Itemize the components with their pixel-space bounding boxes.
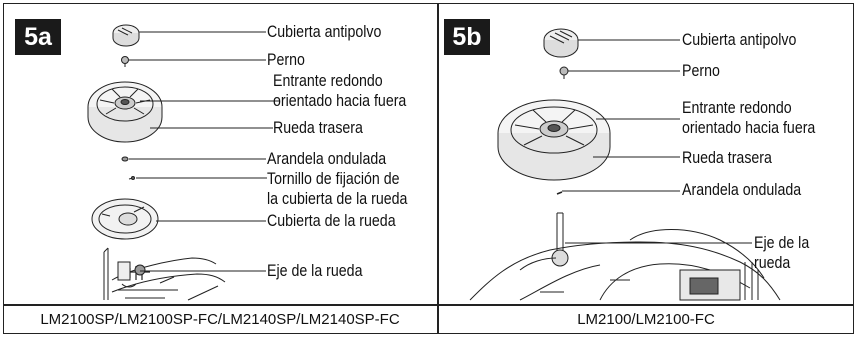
figure-frame (3, 3, 854, 334)
label-screw-a-2: la cubierta de la rueda (267, 190, 408, 208)
caption-panel-a: LM2100SP/LM2100SP-FC/LM2140SP/LM2140SP-F… (40, 311, 400, 328)
label-round-recess-b-2: orientado hacia fuera (682, 119, 816, 137)
label-axle-b-1: Eje de la (754, 234, 810, 252)
wheel-cover-icon (91, 198, 159, 240)
label-bolt-a: Perno (267, 51, 305, 69)
label-bolt-b: Perno (682, 62, 720, 80)
wave-washer-icon-b (556, 191, 563, 195)
label-round-recess-b-1: Entrante redondo (682, 99, 792, 117)
dust-cover-icon (112, 24, 140, 47)
label-rear-wheel-a: Rueda trasera (273, 119, 363, 137)
label-screw-a-1: Tornillo de fijación de (267, 170, 400, 188)
caption-divider (3, 304, 854, 306)
bolt-icon-b (559, 66, 569, 79)
panel-divider (437, 3, 439, 334)
axle-chassis-icon (103, 247, 226, 301)
rear-wheel-icon (87, 81, 163, 143)
label-wheel-cover-a: Cubierta de la rueda (267, 212, 396, 230)
label-round-recess-a-2: orientado hacia fuera (273, 92, 407, 110)
wave-washer-icon (121, 156, 129, 162)
axle-chassis-icon-b (469, 212, 781, 301)
label-wave-washer-a: Arandela ondulada (267, 150, 387, 168)
label-dust-cover-a: Cubierta antipolvo (267, 23, 382, 41)
screw-icon (128, 176, 135, 180)
label-axle-a: Eje de la rueda (267, 262, 363, 280)
label-round-recess-a-1: Entrante redondo (273, 72, 383, 90)
dust-cover-icon-b (543, 28, 579, 58)
rear-wheel-icon-b (497, 99, 611, 181)
label-rear-wheel-b: Rueda trasera (682, 149, 772, 167)
label-dust-cover-b: Cubierta antipolvo (682, 31, 797, 49)
label-axle-b-2: rueda (754, 254, 791, 272)
label-wave-washer-b: Arandela ondulada (682, 181, 802, 199)
bolt-icon (121, 56, 129, 67)
caption-panel-b: LM2100/LM2100-FC (577, 311, 715, 328)
panel-b-tag: 5b (444, 19, 490, 55)
panel-a-tag: 5a (15, 19, 61, 55)
